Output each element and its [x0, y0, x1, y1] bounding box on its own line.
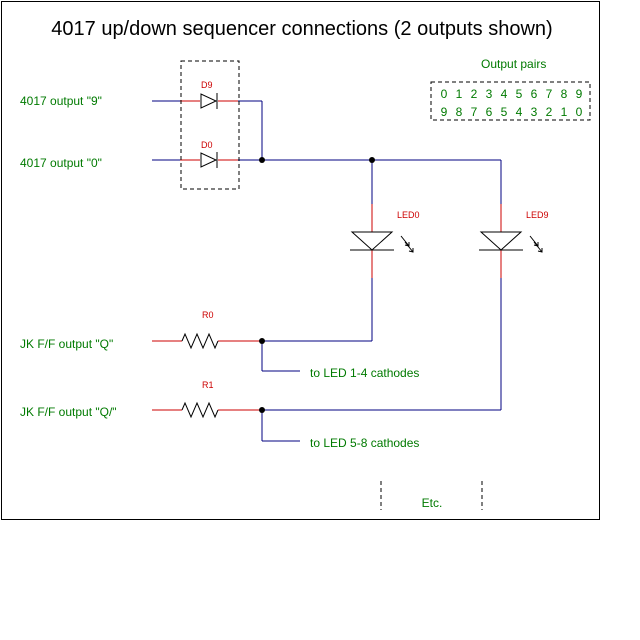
ref-led9: LED9	[526, 210, 549, 220]
pair-bottom-digit: 4	[516, 105, 523, 119]
label-jk-q: JK F/F output "Q"	[20, 337, 113, 351]
diagram-border	[1, 1, 600, 520]
output-pairs-box	[430, 81, 591, 121]
label-jk-qbar: JK F/F output "Q/"	[20, 405, 117, 419]
dest-led-5-8: to LED 5-8 cathodes	[310, 436, 419, 450]
junctions	[259, 157, 375, 413]
pair-top-digit: 2	[471, 87, 478, 101]
pair-top-digit: 8	[561, 87, 568, 101]
pair-bottom-digit: 7	[471, 105, 478, 119]
pair-top-digit: 6	[531, 87, 538, 101]
resistor-r1-icon	[181, 401, 219, 419]
ref-r1: R1	[202, 380, 214, 390]
pair-top-digit: 7	[546, 87, 553, 101]
pair-bottom-digit: 9	[441, 105, 448, 119]
diode-d9-icon	[200, 93, 218, 109]
pair-top-digit: 1	[456, 87, 463, 101]
pair-bottom-digit: 2	[546, 105, 553, 119]
output-pairs-label: Output pairs	[481, 57, 546, 71]
pair-top-digit: 9	[576, 87, 583, 101]
pair-bottom-digit: 8	[456, 105, 463, 119]
pair-top-digit: 3	[486, 87, 493, 101]
diagram-title: 4017 up/down sequencer connections (2 ou…	[51, 18, 552, 40]
pair-top-digit: 0	[441, 87, 448, 101]
label-4017-out9: 4017 output "9"	[20, 94, 102, 108]
label-4017-out0: 4017 output "0"	[20, 156, 102, 170]
pair-top-digit: 4	[501, 87, 508, 101]
resistor-r0-icon	[181, 332, 219, 350]
dest-led-1-4: to LED 1-4 cathodes	[310, 366, 419, 380]
pair-bottom-digit: 1	[561, 105, 568, 119]
ref-d0: D0	[201, 140, 213, 150]
output-pairs-top-row: 0 1 2 3 4 5 6 7 8 9	[441, 87, 583, 101]
pair-bottom-digit: 5	[501, 105, 508, 119]
led0-icon	[350, 204, 414, 278]
diode-d0-icon	[200, 152, 218, 168]
pair-bottom-digit: 0	[576, 105, 583, 119]
wires	[238, 100, 502, 442]
diode-group-box	[180, 60, 240, 190]
output-pairs-bottom-row: 9 8 7 6 5 4 3 2 1 0	[441, 105, 583, 119]
ref-led0: LED0	[397, 210, 420, 220]
pair-bottom-digit: 3	[531, 105, 538, 119]
ref-r0: R0	[202, 310, 214, 320]
etc-label: Etc.	[422, 496, 443, 510]
pair-bottom-digit: 6	[486, 105, 493, 119]
pair-top-digit: 5	[516, 87, 523, 101]
input-leads	[152, 100, 262, 411]
ref-d9: D9	[201, 80, 213, 90]
led9-icon	[479, 204, 543, 278]
